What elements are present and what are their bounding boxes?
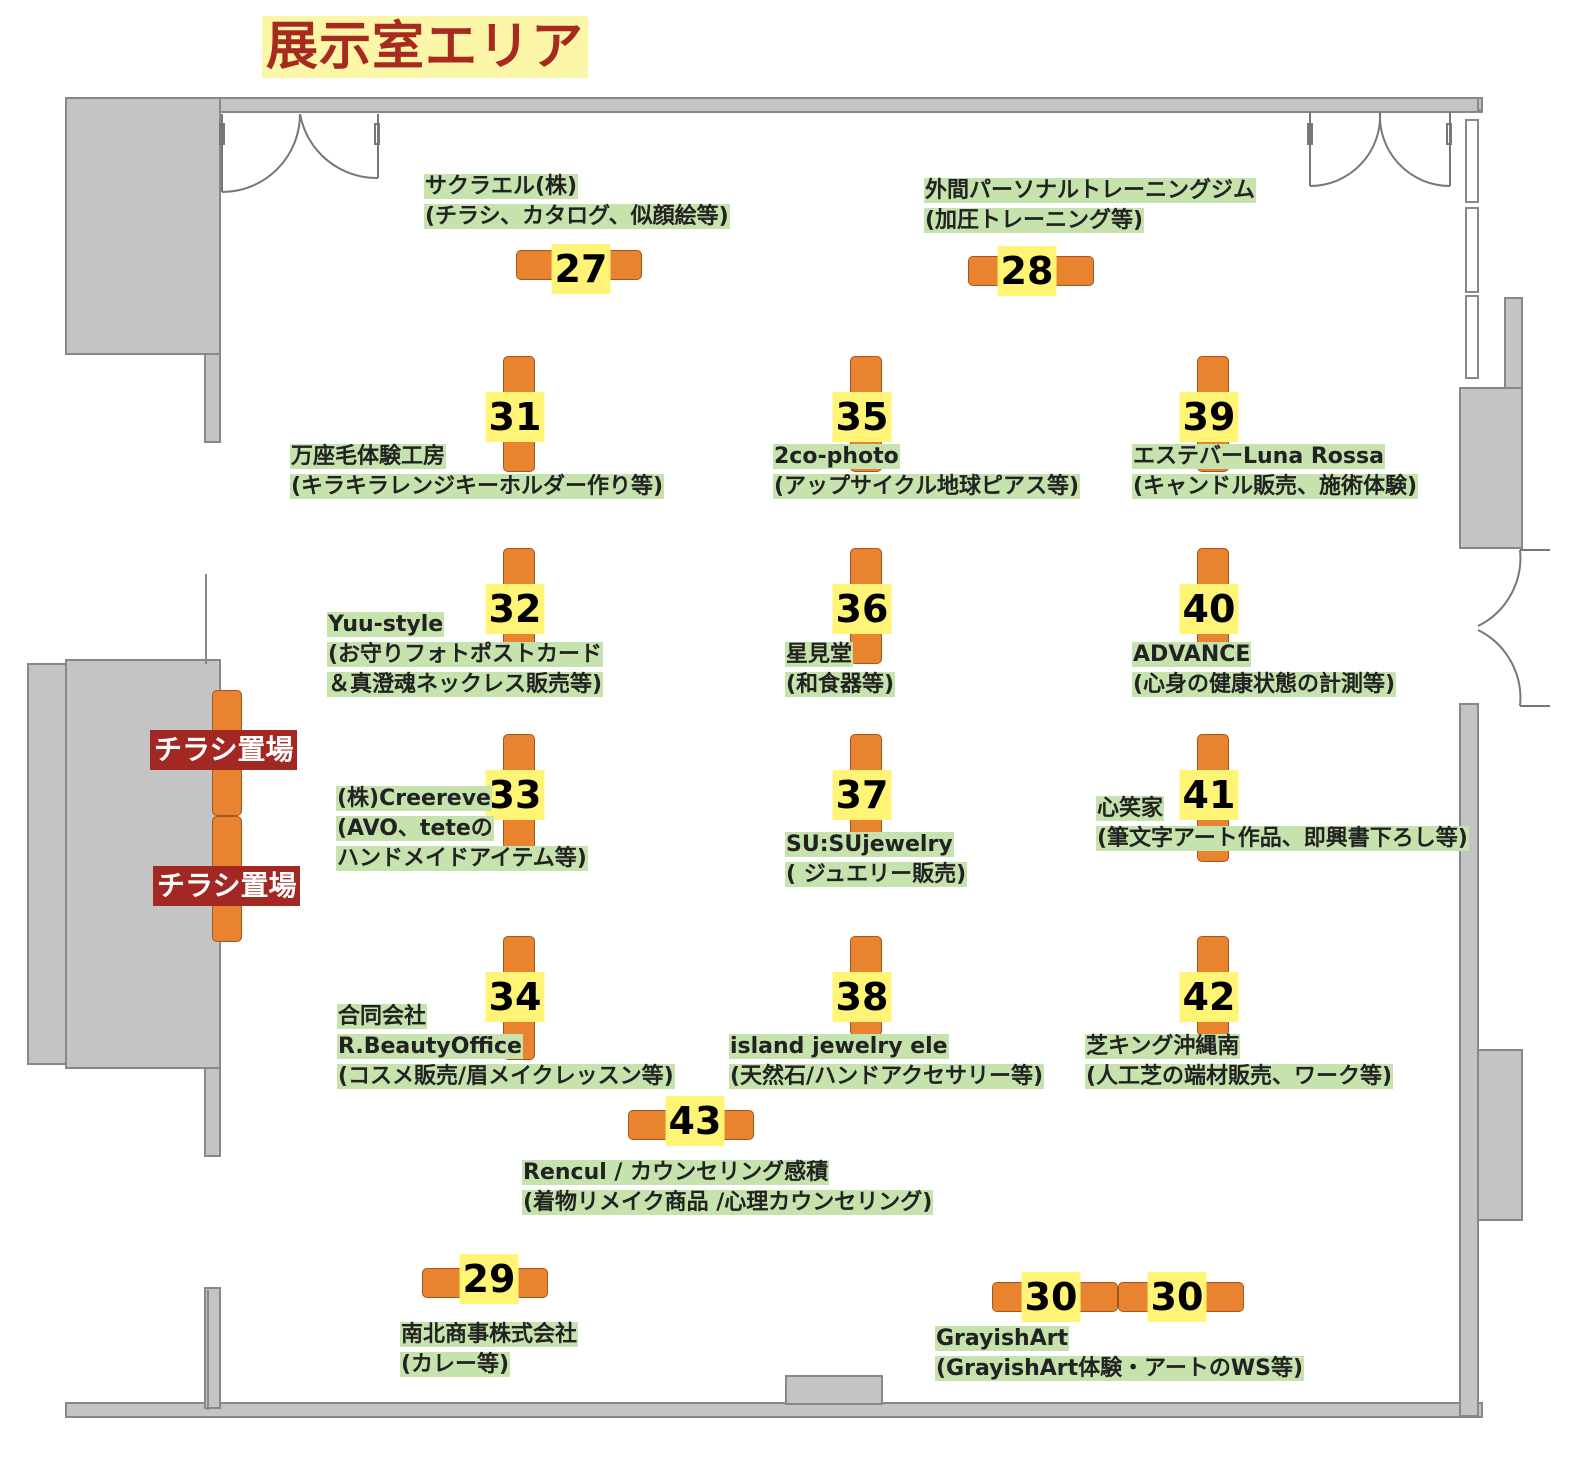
booth-number: 43 (665, 1096, 725, 1146)
booth-number: 32 (485, 584, 545, 634)
booth-number: 27 (551, 244, 611, 294)
booth-number: 34 (485, 972, 545, 1022)
booth-number: 31 (485, 392, 545, 442)
booth-label: 外間パーソナルトレーニングジム (加圧トレーニング等) (924, 178, 1257, 233)
booth-label: 南北商事株式会社 (カレー等) (400, 1322, 579, 1377)
booth-label: 星見堂 (和食器等) (785, 642, 896, 697)
booth-label: 万座毛体験工房 (キラキラレンジキーホルダー作り等) (290, 444, 665, 499)
booth-label: エステバーLuna Rossa (キャンドル販売、施術体験) (1132, 444, 1419, 499)
booth-label: Yuu-style (お守りフォトポストカード ＆真澄魂ネックレス販売等) (327, 612, 604, 697)
booth-label: island jewelry ele (天然石/ハンドアクセサリー等) (729, 1034, 1045, 1089)
booth-number: 29 (459, 1254, 519, 1304)
flyer-label: チラシ置場 (150, 730, 298, 770)
page-title: 展示室エリア (262, 16, 589, 78)
booth-number: 41 (1179, 770, 1239, 820)
booth-label: 芝キング沖縄南 (人工芝の端材販売、ワーク等) (1085, 1034, 1394, 1089)
booth-label: ADVANCE (心身の健康状態の計測等) (1132, 642, 1397, 697)
booth-number: 30 (1021, 1272, 1081, 1322)
booth-number: 28 (997, 246, 1057, 296)
flyer-label: チラシ置場 (153, 866, 301, 906)
booth-number: 39 (1179, 392, 1239, 442)
booth-label: 2co-photo (アップサイクル地球ピアス等) (773, 444, 1081, 499)
booth-label: (株)Creereve (AVO、teteの ハンドメイドアイテム等) (336, 786, 588, 871)
booth-label: 合同会社 R.BeautyOffice (コスメ販売/眉メイクレッスン等) (337, 1004, 675, 1089)
booth-number-2: 30 (1147, 1272, 1207, 1322)
booth-number: 38 (832, 972, 892, 1022)
booth-number: 33 (485, 770, 545, 820)
booth-label: サクラエル(株) (チラシ、カタログ、似顔絵等) (424, 174, 730, 229)
booth-number: 40 (1179, 584, 1239, 634)
booth-label: SU:SUjewelry ( ジュエリー販売) (785, 832, 968, 887)
booth-number: 37 (832, 770, 892, 820)
booth-number: 36 (832, 584, 892, 634)
booth-label: 心笑家 (筆文字アート作品、即興書下ろし等) (1096, 796, 1469, 851)
booth-number: 35 (832, 392, 892, 442)
booth-label: GrayishArt (GrayishArt体験・アートのWS等) (935, 1326, 1305, 1381)
booth-label: Rencul / カウンセリング感積 (着物リメイク商品 /心理カウンセリング) (522, 1160, 934, 1215)
booth-number: 42 (1179, 972, 1239, 1022)
